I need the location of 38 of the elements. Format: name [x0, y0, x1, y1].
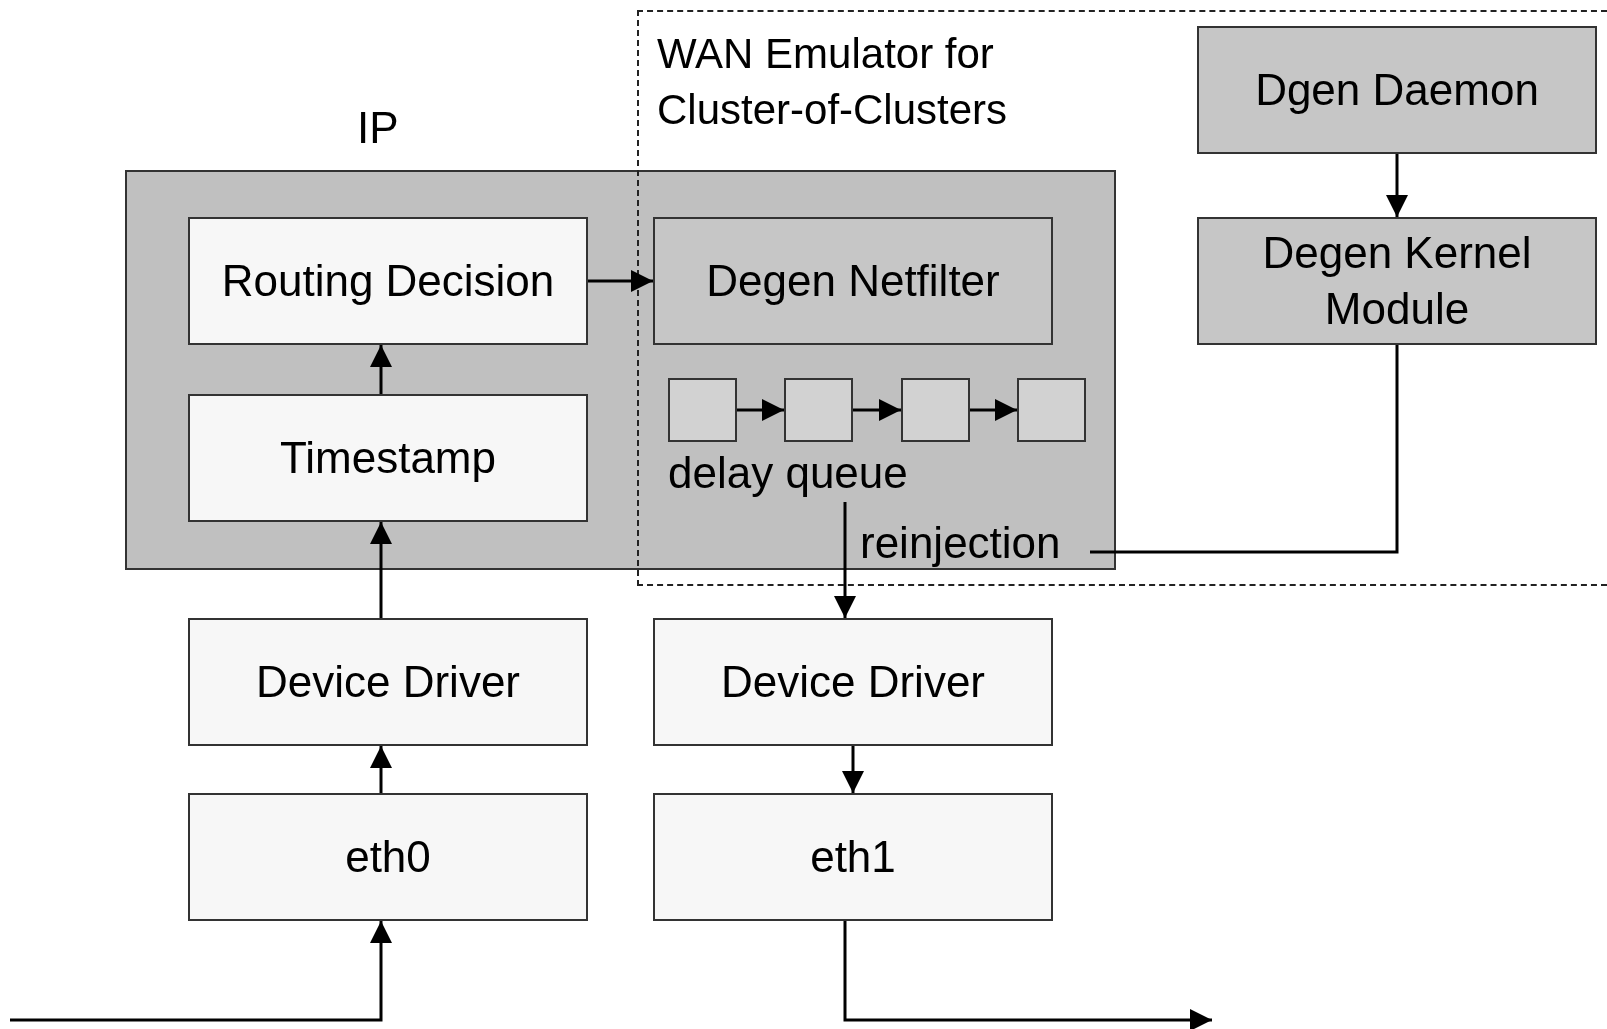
arrow — [843, 921, 1212, 1029]
text-label: delay queue — [668, 448, 908, 497]
text-label: reinjection — [860, 518, 1061, 567]
box-label: Routing Decision — [221, 255, 555, 307]
box-label: Dgen Daemon — [1255, 64, 1539, 116]
queue-slot — [784, 378, 853, 442]
module-box — [1197, 217, 1597, 345]
arrow — [842, 746, 864, 793]
layer-heading: IP — [357, 102, 399, 154]
arrow — [370, 345, 392, 394]
arrow — [10, 921, 392, 1022]
arrow — [1386, 154, 1408, 217]
process-box — [188, 217, 588, 345]
arrow — [588, 270, 653, 292]
process-box — [188, 394, 588, 522]
box-label: Device Driver — [720, 656, 985, 708]
box-label: Timestamp — [280, 432, 496, 484]
box-label: Degen Kernel Module — [1261, 227, 1533, 335]
arrow — [970, 399, 1017, 421]
queue-slot — [1017, 378, 1086, 442]
module-box — [653, 217, 1053, 345]
process-box — [653, 793, 1053, 921]
queue-slot — [668, 378, 737, 442]
box-label: Device Driver — [255, 656, 520, 708]
box-label: Degen Netfilter — [706, 255, 1000, 307]
arrow — [737, 399, 784, 421]
region-title: WAN Emulator for Cluster-of-Clusters — [657, 29, 1009, 135]
process-box — [188, 618, 588, 746]
arrow — [853, 399, 901, 421]
process-box — [188, 793, 588, 921]
box-label: eth0 — [345, 831, 431, 883]
box-label: eth1 — [810, 831, 896, 883]
arrow — [834, 502, 856, 618]
process-box — [653, 618, 1053, 746]
arrow — [370, 522, 392, 618]
queue-slot — [901, 378, 970, 442]
arrow — [370, 746, 392, 793]
module-box — [1197, 26, 1597, 154]
